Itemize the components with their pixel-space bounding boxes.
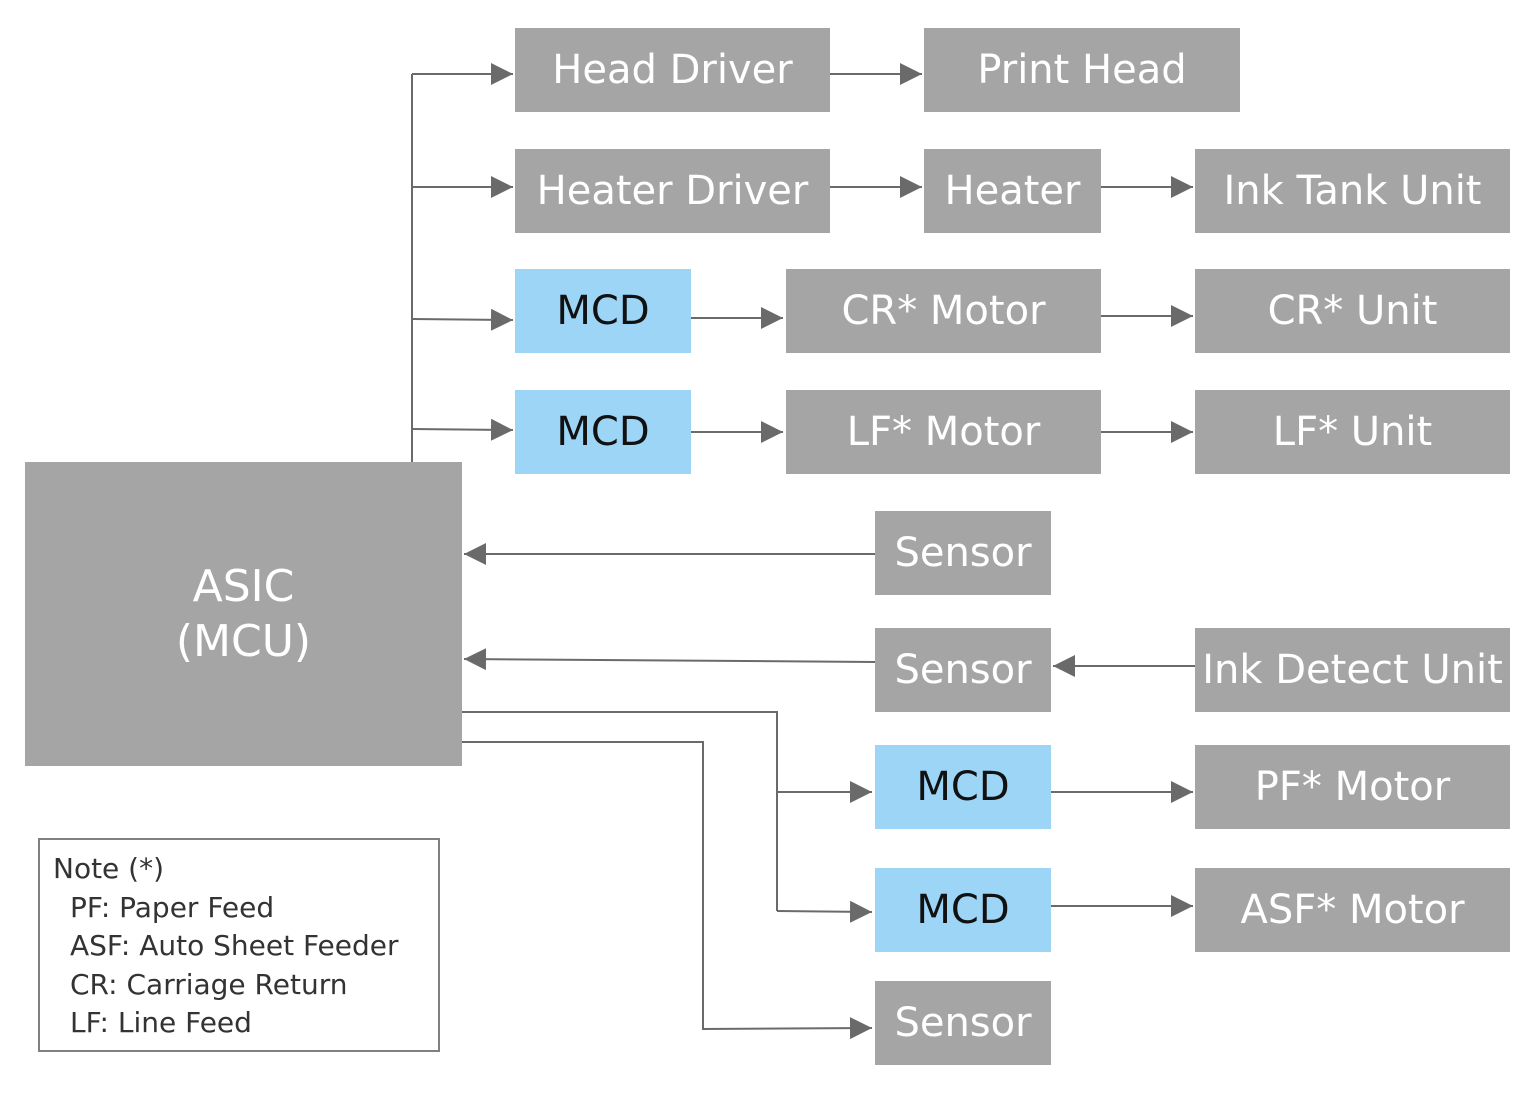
head-driver-block: Head Driver [515,28,830,112]
sensor-block-3: Sensor [875,981,1051,1065]
asic-label: ASIC [192,561,295,612]
ink-detect-unit-block: Ink Detect Unit [1195,628,1510,712]
lf-unit-block: LF* Unit [1195,390,1510,474]
ink-tank-unit-block: Ink Tank Unit [1195,149,1510,233]
arrow-asic-mcd-asf [776,900,873,923]
abbreviation-note-box: Note (*) PF: Paper Feed ASF: Auto Sheet … [38,838,440,1052]
arrow-asic-sensor3 [462,741,873,1040]
sensor-block-2: Sensor [875,628,1051,712]
mcd-cr-block: MCD [515,269,691,353]
asic-mcu-block: ASIC (MCU) [25,462,462,766]
note-item-asf: ASF: Auto Sheet Feeder [70,929,399,962]
cr-motor-block: CR* Motor [786,269,1101,353]
arrow-asic-mcd-cr [411,308,514,331]
arrow-asic-mcd-lf [411,418,514,441]
cr-unit-block: CR* Unit [1195,269,1510,353]
pf-motor-block: PF* Motor [1195,745,1510,829]
note-item-pf: PF: Paper Feed [70,890,275,924]
note-title: Note (*) [53,852,165,885]
mcu-label: (MCU) [175,616,312,667]
lf-motor-block: LF* Motor [786,390,1101,474]
note-item-lf: LF: Line Feed [70,1006,252,1039]
note-item-cr: CR: Carriage Return [70,967,348,1001]
heater-driver-block: Heater Driver [515,149,830,233]
print-head-block: Print Head [924,28,1240,112]
asf-motor-block: ASF* Motor [1195,868,1510,952]
sensor-block-1: Sensor [875,511,1051,595]
mcd-asf-block: MCD [875,868,1051,952]
heater-block: Heater [924,149,1101,233]
mcd-lf-block: MCD [515,390,691,474]
mcd-pf-block: MCD [875,745,1051,829]
arrow-sensor2-asic [463,648,876,671]
asic-lower-bus-1 [462,711,778,911]
